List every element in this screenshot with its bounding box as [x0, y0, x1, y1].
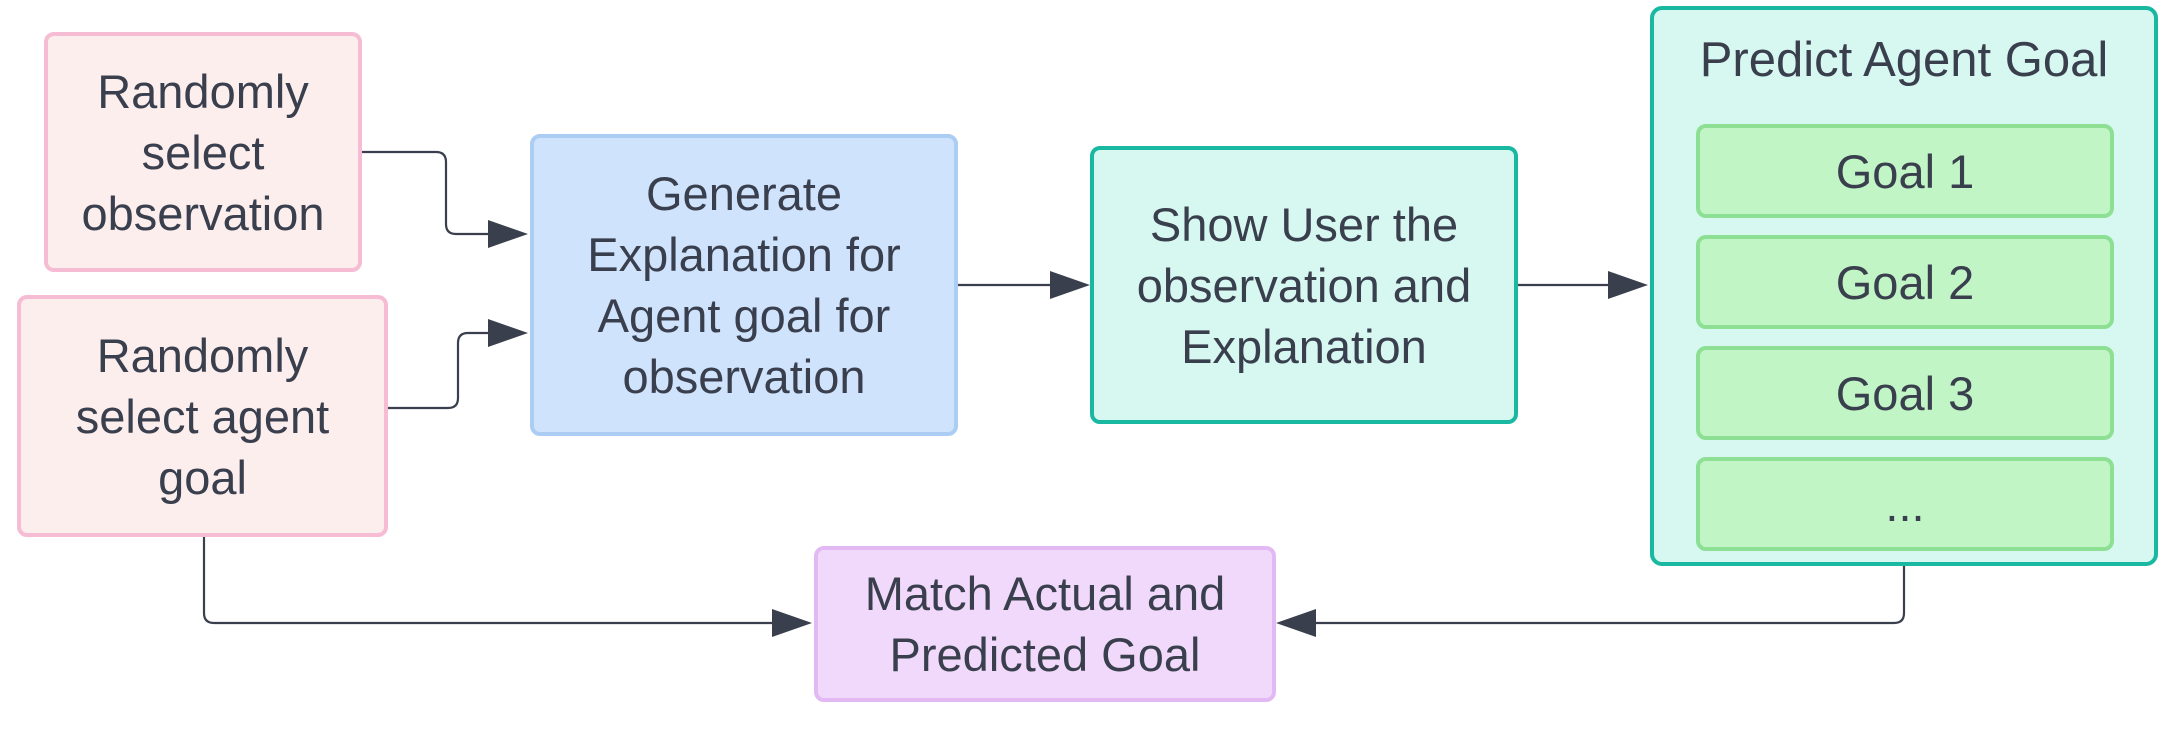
- generate-explanation-label: Generate Explanation for Agent goal for …: [587, 167, 901, 403]
- goal-option-label: Goal 2: [1835, 255, 1975, 309]
- goal-option: Goal 2: [1696, 235, 2114, 329]
- show-user-label: Show User the observation and Explanatio…: [1136, 197, 1472, 373]
- select-agent-goal-box: Randomly select agent goal: [17, 295, 388, 537]
- connector-observation-to-explanation: [362, 150, 490, 236]
- connector-goal-to-explanation: [388, 331, 490, 410]
- arrowhead-icon: [1050, 271, 1090, 299]
- match-goal-box: Match Actual and Predicted Goal: [814, 546, 1276, 702]
- arrowhead-icon: [1276, 609, 1316, 637]
- goal-option: Goal 3: [1696, 346, 2114, 440]
- goal-option: Goal 1: [1696, 124, 2114, 218]
- show-user-box: Show User the observation and Explanatio…: [1090, 146, 1518, 424]
- goal-option-label: ...: [1885, 477, 1925, 531]
- goal-option-label: Goal 1: [1835, 144, 1975, 198]
- connector-predict-to-match: [1312, 566, 1906, 625]
- select-observation-label: Randomly select observation: [81, 64, 325, 240]
- select-agent-goal-label: Randomly select agent goal: [75, 328, 330, 504]
- predict-agent-goal-title: Predict Agent Goal: [1699, 33, 2109, 87]
- connector-goal-to-match: [202, 537, 772, 625]
- arrowhead-icon: [1608, 271, 1648, 299]
- match-goal-label: Match Actual and Predicted Goal: [864, 567, 1226, 681]
- goal-option-label: Goal 3: [1835, 366, 1975, 420]
- select-observation-box: Randomly select observation: [44, 32, 362, 272]
- predict-agent-goal-container: Predict Agent Goal Goal 1 Goal 2 Goal 3 …: [1650, 6, 2158, 566]
- generate-explanation-box: Generate Explanation for Agent goal for …: [530, 134, 958, 436]
- arrowhead-icon: [772, 609, 812, 637]
- arrowhead-icon: [488, 220, 528, 248]
- goal-option: ...: [1696, 457, 2114, 551]
- arrowhead-icon: [488, 319, 528, 347]
